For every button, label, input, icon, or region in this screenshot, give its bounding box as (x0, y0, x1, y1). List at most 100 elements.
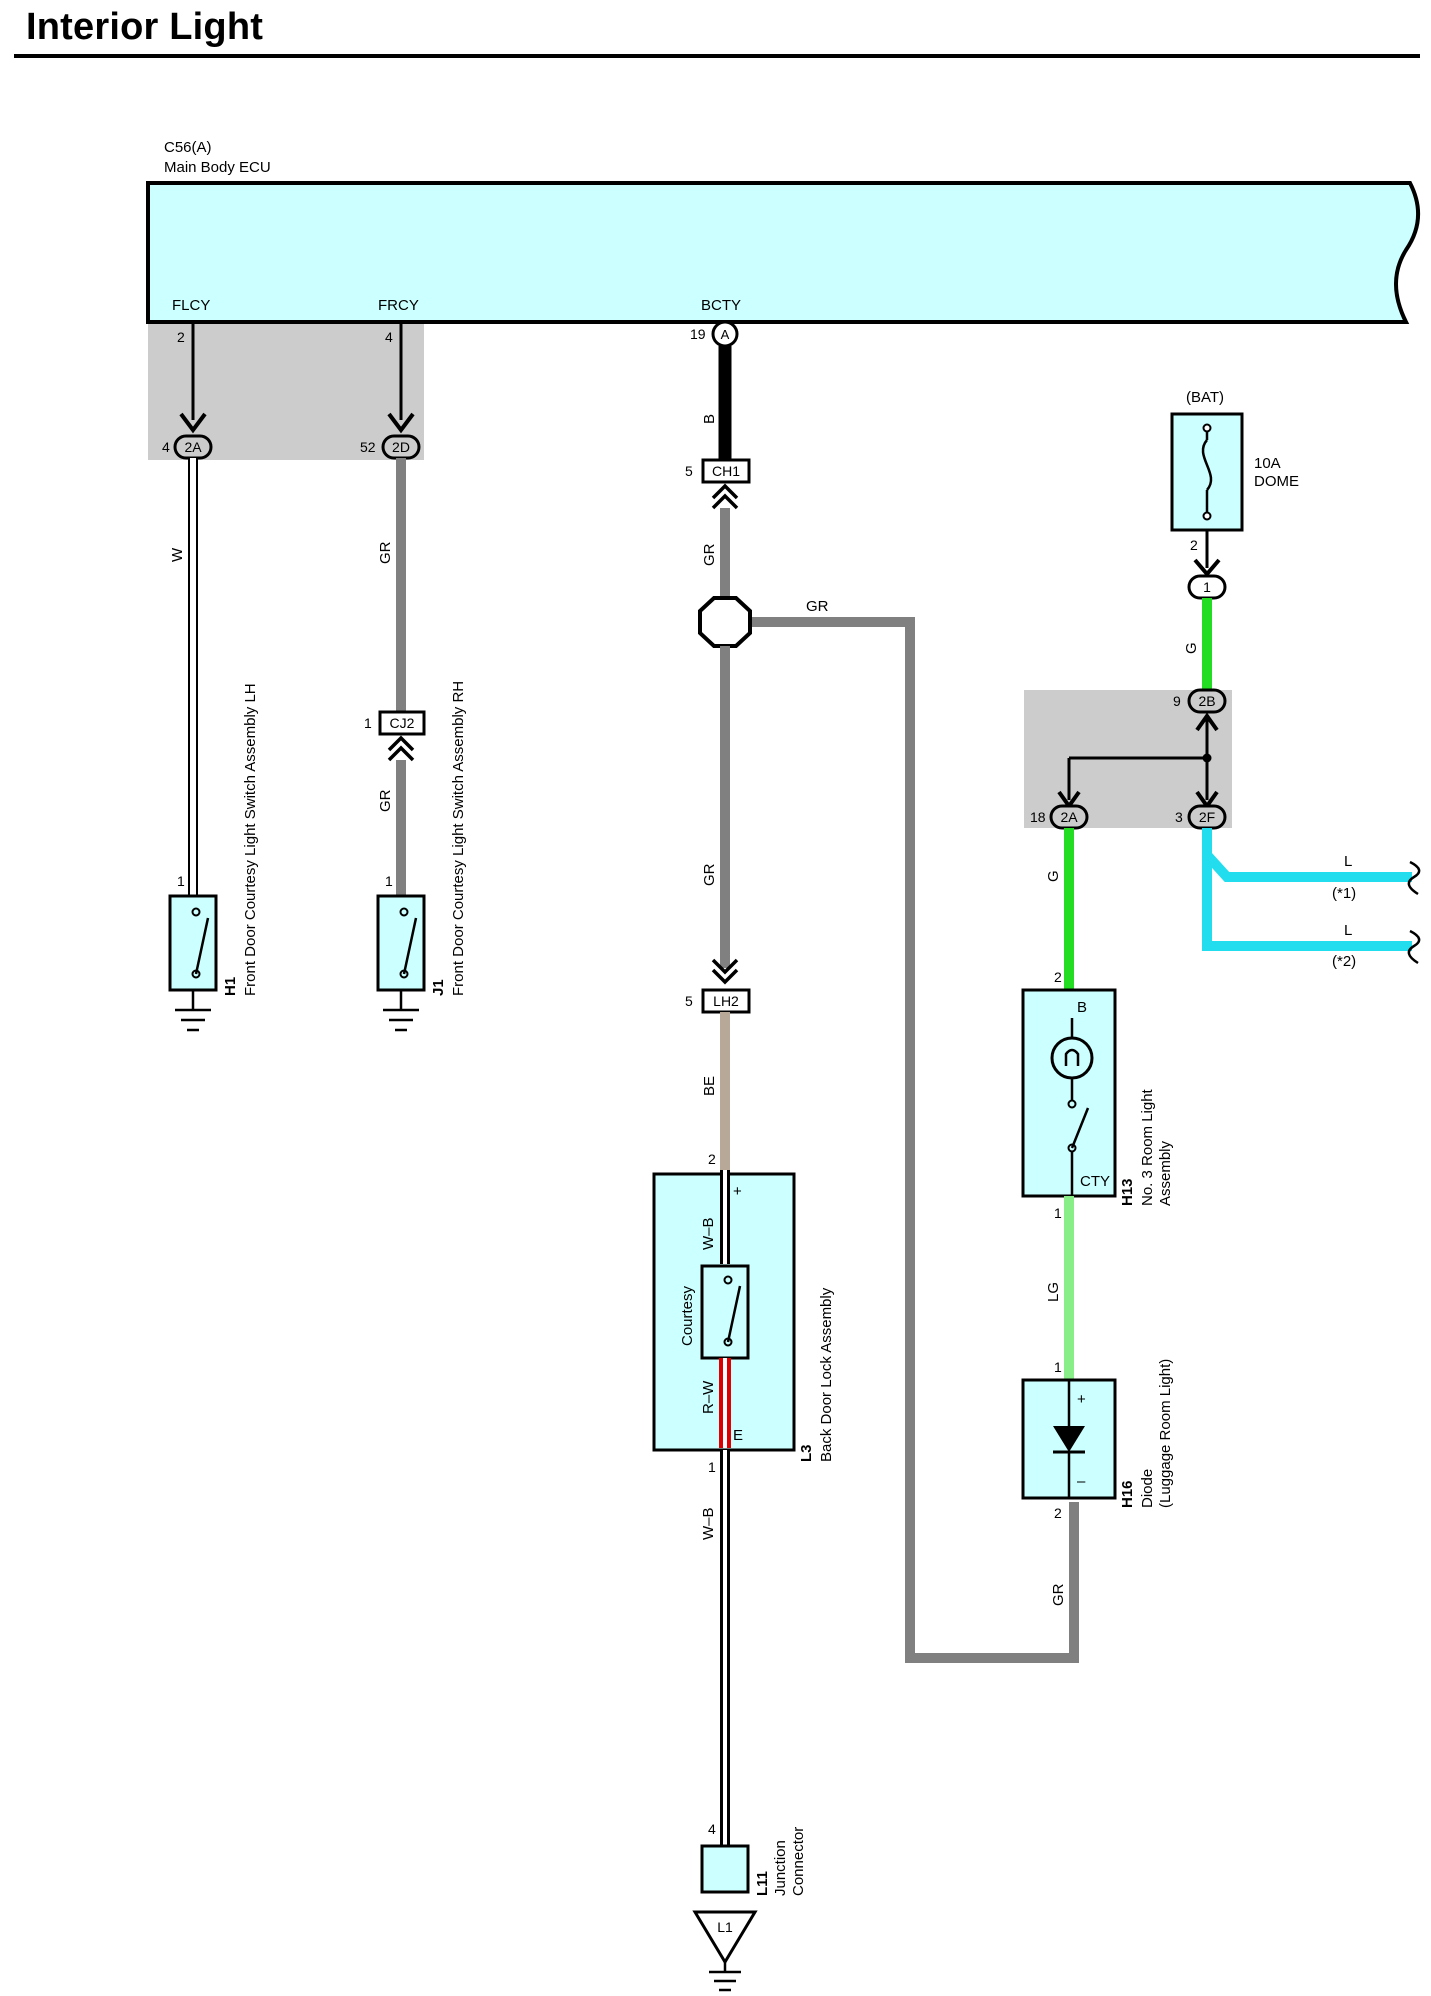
ecu-code: C56(A) (164, 139, 212, 156)
wire-label-gr-2d: GR (377, 541, 394, 564)
ecu-pin-label-flcy: FLCY (172, 297, 210, 314)
arrow-flcy (179, 412, 207, 434)
h13-switch-blade (1070, 1107, 1090, 1149)
l11-name-line2: Connector (790, 1827, 807, 1896)
ecu-connector-a-label: A (721, 327, 730, 342)
l11-ground-label: L1 (717, 1919, 733, 1935)
connector-lh2-pin: 5 (685, 993, 693, 1009)
h1-switch-contact-top (191, 907, 201, 917)
l3-switch-contact-top (723, 1275, 733, 1285)
wire-l-1-break (1407, 860, 1421, 896)
wire-label-lg: LG (1045, 1282, 1062, 1302)
j1-switch-contact-top (399, 907, 409, 917)
l11-code: L11 (754, 1871, 771, 1896)
connector-ch1 (701, 458, 751, 484)
h1-code: H1 (222, 977, 239, 996)
connector-cj2-pin: 1 (364, 715, 372, 731)
connector-2d-pin: 52 (360, 439, 376, 455)
wire-l-1 (1202, 828, 1412, 882)
arrow-fuse (1193, 558, 1221, 578)
junction-right-node (1202, 753, 1212, 763)
wire-label-g-lower: G (1045, 870, 1062, 882)
note-2: (*2) (1332, 953, 1356, 970)
l11-ground-icon (709, 1970, 741, 1992)
l3-name: Back Door Lock Assembly (818, 1287, 835, 1462)
j1-code: J1 (430, 979, 447, 996)
h16-code: H16 (1119, 1480, 1136, 1508)
h1-name: Front Door Courtesy Light Switch Assembl… (242, 683, 259, 996)
arrow-frcy (387, 412, 415, 434)
connector-2d-label: 2D (392, 439, 410, 455)
connector-ch1-label: CH1 (712, 463, 740, 479)
arrow-lh2-inner (711, 968, 739, 985)
connector-2f-label: 2F (1199, 809, 1215, 825)
wire-label-be: BE (701, 1076, 718, 1096)
connector-cj2 (378, 710, 426, 736)
l11-ground-triangle (692, 1910, 758, 1965)
wire-gr-branch (748, 617, 1079, 1663)
arrow-lh2-outer (711, 958, 739, 975)
wire-label-b: B (701, 414, 718, 424)
h16-plus: + (1077, 1391, 1086, 1408)
h16-name-line1: Diode (1139, 1469, 1156, 1508)
j1-name: Front Door Courtesy Light Switch Assembl… (450, 681, 467, 996)
diode-icon (1053, 1426, 1085, 1452)
fuse-terminal-bottom (1202, 511, 1212, 521)
connector-cj2-label: CJ2 (390, 715, 415, 731)
h16-pin-bottom: 2 (1054, 1505, 1062, 1521)
ecu-pin-label-bcty: BCTY (701, 297, 741, 314)
wire-label-w: W (169, 547, 186, 562)
connector-2b-pin: 9 (1173, 693, 1181, 709)
connector-2a-right-label: 2A (1060, 809, 1078, 825)
connector-2a-right-pin: 18 (1030, 809, 1046, 825)
connector-lh2-label: LH2 (713, 993, 739, 1009)
wire-label-l1: L (1344, 853, 1352, 870)
wire-label-wb-in: W–B (700, 1217, 717, 1250)
wire-l-2-break (1407, 929, 1421, 965)
pin-frcy: 4 (385, 329, 393, 345)
h16-minus: – (1077, 1473, 1086, 1490)
h1-pin: 1 (177, 873, 185, 889)
l3-switch-label: Courtesy (679, 1285, 696, 1346)
h13-term-b: B (1077, 999, 1087, 1016)
h13-term-cty: CTY (1080, 1173, 1110, 1190)
wire-label-gr-mid: GR (701, 863, 718, 886)
h13-name-line1: No. 3 Room Light (1139, 1088, 1156, 1206)
h13-switch-contact-bottom (1067, 1143, 1077, 1153)
h13-box (1021, 988, 1117, 1198)
connector-ch1-pin: 5 (685, 463, 693, 479)
h1-ground-icon (175, 1008, 211, 1032)
fuse-icon (1201, 439, 1213, 491)
arrow-cj2-inner (387, 745, 415, 762)
l11-name-line1: Junction (772, 1840, 789, 1896)
l3-switch-blade (726, 1285, 742, 1343)
fuse-pin: 2 (1190, 537, 1198, 553)
h16-name-line2: (Luggage Room Light) (1157, 1359, 1174, 1508)
l11-pin: 4 (708, 1821, 716, 1837)
l3-plus: + (733, 1183, 742, 1200)
connector-fuse-1-label: 1 (1203, 579, 1211, 595)
arrow-ch1-outer (711, 483, 739, 500)
wire-label-wb-out: W–B (700, 1507, 717, 1540)
wire-label-l2: L (1344, 922, 1352, 939)
wire-label-gr-bottom: GR (1050, 1583, 1067, 1606)
connector-2a-left-pin: 4 (162, 439, 170, 455)
j1-switch-blade (402, 917, 418, 975)
wire-label-gr-branch: GR (806, 598, 829, 615)
h13-name-line2: Assembly (1157, 1140, 1174, 1206)
l3-pin-bottom: 1 (708, 1459, 716, 1475)
l3-e: E (733, 1427, 743, 1444)
l11-box (700, 1844, 750, 1894)
h13-code: H13 (1119, 1178, 1136, 1206)
h13-lamp-filament (1064, 1048, 1080, 1066)
wire-l-2 (1202, 855, 1412, 951)
connector-2b-label: 2B (1198, 693, 1215, 709)
ecu-pin-label-frcy: FRCY (378, 297, 419, 314)
wire-label-gr-ch1: GR (701, 543, 718, 566)
fuse-terminal-top (1202, 423, 1212, 433)
fuse-rating: 10A (1254, 455, 1281, 472)
note-1: (*1) (1332, 885, 1356, 902)
ecu-name: Main Body ECU (164, 159, 271, 176)
page-title: Interior Light (26, 6, 264, 48)
